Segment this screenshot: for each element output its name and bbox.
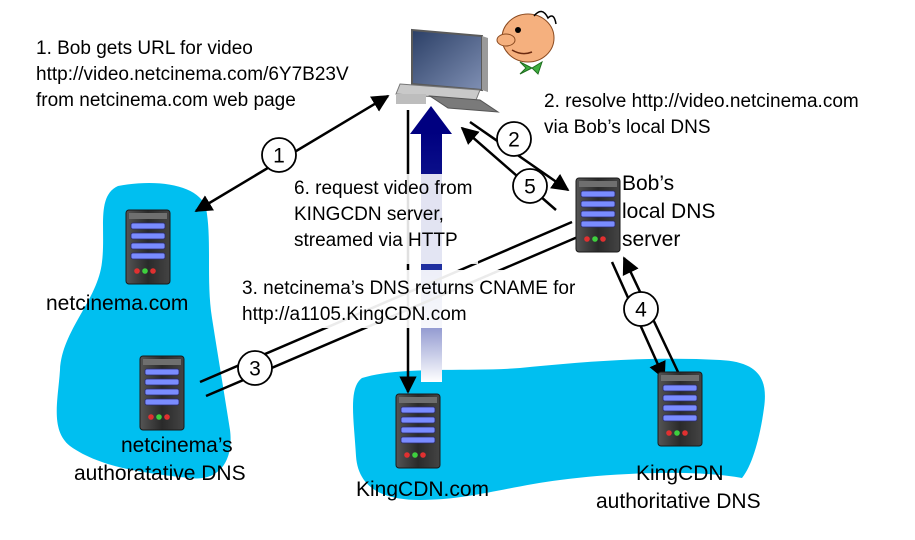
step-badge-4: 4 [623, 291, 659, 327]
local-dns-label-line3: server [622, 228, 681, 251]
kingcdn-dns-label-line1: KingCDN [636, 462, 724, 485]
step2-line2: via Bob’s local DNS [544, 117, 711, 138]
local-dns-label-line2: local DNS [622, 200, 716, 223]
step6-text-backdrop [282, 174, 478, 264]
bob-person-icon [496, 10, 557, 75]
step2-line1: 2. resolve http://video.netcinema.com [544, 91, 859, 112]
step1-annotation: 1. Bob gets URL for video http://video.n… [36, 36, 349, 114]
step1-line1: 1. Bob gets URL for video [36, 38, 253, 59]
step-number-5: 5 [524, 176, 536, 199]
netcinema-dns-label-line1: netcinema’s [120, 434, 233, 457]
step1-line2: http://video.netcinema.com/6Y7B23V [36, 64, 349, 85]
step3-text-backdrop [238, 270, 578, 328]
local-dns-label-line1: Bob’s [622, 172, 675, 195]
netcinema-server-icon [125, 209, 171, 285]
step-number-3: 3 [249, 358, 261, 381]
step-number-4: 4 [635, 299, 647, 322]
step-badge-1: 1 [261, 137, 297, 173]
local-dns-server-icon [575, 177, 621, 253]
kingcdn-label: KingCDN.com [356, 478, 490, 501]
step-badge-2: 2 [496, 121, 532, 157]
kingcdn-dns-label: KingCDN authoritative DNS [596, 460, 761, 516]
video-stream-arrowhead [410, 106, 452, 134]
step6-line3: streamed via HTTP [294, 230, 458, 251]
step2-annotation: 2. resolve http://video.netcinema.com vi… [544, 89, 859, 141]
step3-line1: 3. netcinema’s DNS returns CNAME for [242, 278, 576, 299]
local-dns-label: Bob’s local DNS server [622, 170, 715, 254]
step1-line3: from netcinema.com web page [36, 90, 296, 111]
step-number-2: 2 [508, 129, 520, 152]
step6-line1: 6. request video from [294, 178, 473, 199]
kingcdn-dns-server-icon [657, 371, 703, 447]
step6-line2: KINGCDN server, [294, 204, 444, 225]
netcinema-dns-label-line2: authoratative DNS [74, 462, 246, 485]
kingcdn-server-icon [395, 393, 441, 469]
netcinema-dns-label: netcinema’s authoratative DNS [74, 432, 246, 488]
netcinema-label: netcinema.com [46, 292, 189, 315]
netcinema-dns-server-icon [139, 355, 185, 431]
step-badge-5: 5 [512, 168, 548, 204]
step-number-1: 1 [273, 145, 285, 168]
step3-annotation: 3. netcinema’s DNS returns CNAME for htt… [242, 276, 575, 328]
step6-annotation: 6. request video from KINGCDN server, st… [294, 176, 472, 254]
step3-line2: http://a1105.KingCDN.com [242, 304, 467, 325]
kingcdn-dns-label-line2: authoritative DNS [596, 490, 761, 513]
step-badge-3: 3 [237, 350, 273, 386]
computer-icon [395, 28, 500, 113]
netcinema-region [56, 182, 231, 479]
